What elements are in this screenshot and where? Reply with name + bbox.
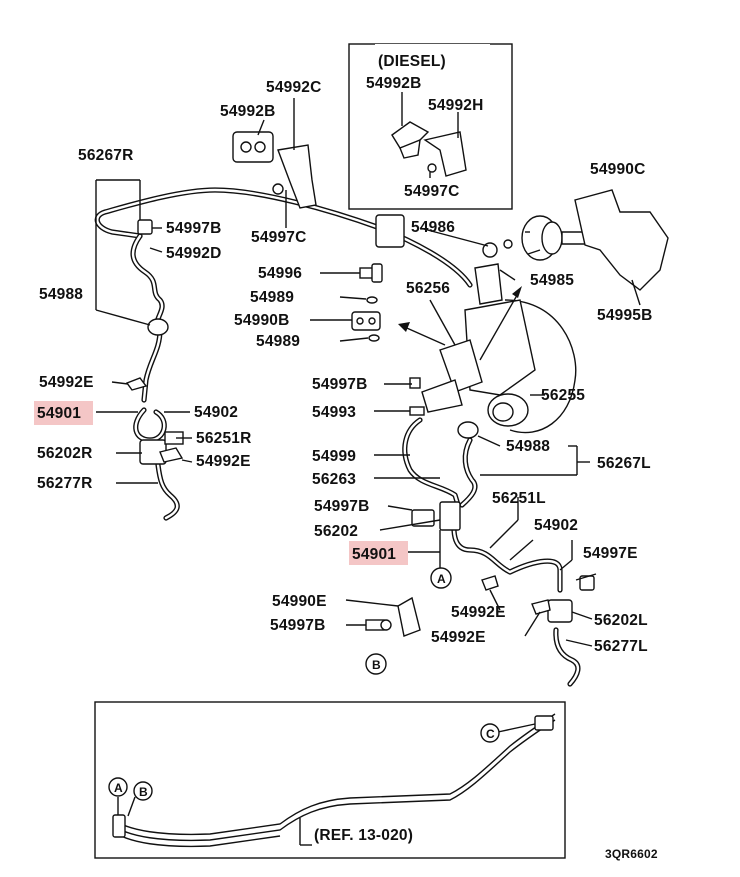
label-54997B-3: 54997B [314,498,370,515]
label-54995B: 54995B [597,307,653,324]
master-cylinder-56255 [464,299,577,434]
label-56251L: 56251L [492,490,546,507]
callout-a-ref: A [108,777,128,797]
label-diesel-54997C: 54997C [404,183,460,200]
callout-a-main: A [430,567,452,589]
label-56256: 56256 [406,280,450,297]
main-brake-pipe [94,187,473,288]
washer-54986 [503,239,513,249]
label-54996: 54996 [258,265,302,282]
label-54985: 54985 [530,272,574,289]
label-54989-1: 54989 [250,289,294,306]
label-54997E: 54997E [583,545,638,562]
clip-54992E-left [125,377,148,391]
label-54990C: 54990C [590,161,646,178]
label-54993: 54993 [312,404,356,421]
callout-c-ref: C [480,723,500,743]
label-54997C-1: 54997C [251,229,307,246]
svg-text:A: A [114,781,123,795]
label-54997B-2: 54997B [312,376,368,393]
label-54997B-1: 54997B [166,220,222,237]
bolt-54997B-lower [365,619,392,631]
label-54992D: 54992D [166,245,222,262]
bracket-54992C [272,144,317,209]
label-54901-right: 54901 [352,546,396,563]
highlight-54901-left [34,401,93,425]
label-56277L: 56277L [594,638,648,655]
label-56267R: 56267R [78,147,134,164]
label-56202: 56202 [314,523,358,540]
label-54989-2: 54989 [256,333,300,350]
diagram-code: 3QR6602 [605,847,658,861]
nut-54986 [482,242,498,258]
label-56267L: 56267L [597,455,651,472]
reference-inset-frame [94,701,566,859]
label-54990B: 54990B [234,312,290,329]
label-54901-left: 54901 [37,405,81,422]
label-56255: 56255 [541,387,585,404]
label-54992E-left-2: 54992E [196,453,251,470]
svg-text:C: C [486,727,495,741]
label-54992E-right: 54992E [451,604,506,621]
label-54986: 54986 [411,219,455,236]
clip-54992E-left-lower [159,447,184,463]
svg-text:B: B [139,785,148,799]
label-54992E-left: 54992E [39,374,94,391]
label-54988-right: 54988 [506,438,550,455]
label-54990E: 54990E [272,593,327,610]
washer-54989-top [366,296,378,304]
label-54988-left: 54988 [39,286,83,303]
washer-54989-bottom [368,334,380,342]
direction-arrows [398,286,522,361]
label-56202R: 56202R [37,445,93,462]
clamp-54992B [232,131,274,163]
clip-54992E-right [531,599,551,615]
label-56263: 56263 [312,471,356,488]
bolt-54997B-mid [409,377,421,389]
label-54902-left: 54902 [194,404,238,421]
callout-b-main: B [365,653,387,675]
diesel-bracket-54992H [423,131,467,177]
grommet-54988-right [457,421,479,439]
clip-54993 [409,406,425,416]
valve-56256 [439,263,503,393]
diesel-leader-lines [401,92,459,178]
clip-54992E-right-upper [481,575,499,591]
hose-56202 [411,501,461,531]
label-54992B-top: 54992B [220,103,276,120]
hose-56202L [547,599,573,623]
label-56202L: 56202L [594,612,648,629]
union-54990C [521,215,586,261]
label-diesel-54992H: 54992H [428,97,484,114]
label-54997B-4: 54997B [270,617,326,634]
right-brake-pipe [402,417,581,687]
left-brake-pipe [130,233,180,521]
block-56263 [421,379,463,413]
callout-b-ref: B [133,781,153,801]
diesel-clamp-54992B [391,121,430,159]
label-56251R: 56251R [196,430,252,447]
bolt-54997B-top [137,219,153,235]
label-56277R: 56277R [37,475,93,492]
label-diesel-54992B: 54992B [366,75,422,92]
svg-text:A: A [437,572,446,586]
bracket-54995B [574,189,669,291]
leader-lines [95,98,641,647]
svg-text:B: B [372,658,381,672]
bracket-54990E [397,596,421,637]
highlight-54901-right [349,541,408,565]
clamp-main [375,214,405,248]
reference-label: (REF. 13-020) [314,827,413,844]
bolt-54996 [359,263,383,283]
grommet-54988-left [147,318,169,336]
label-54902-right: 54902 [534,517,578,534]
label-54999: 54999 [312,448,356,465]
diesel-label: (DIESEL) [378,53,446,70]
label-54992E-right-2: 54992E [431,629,486,646]
block-54990B [351,311,381,331]
reference-pipe [112,713,556,848]
label-54992C: 54992C [266,79,322,96]
